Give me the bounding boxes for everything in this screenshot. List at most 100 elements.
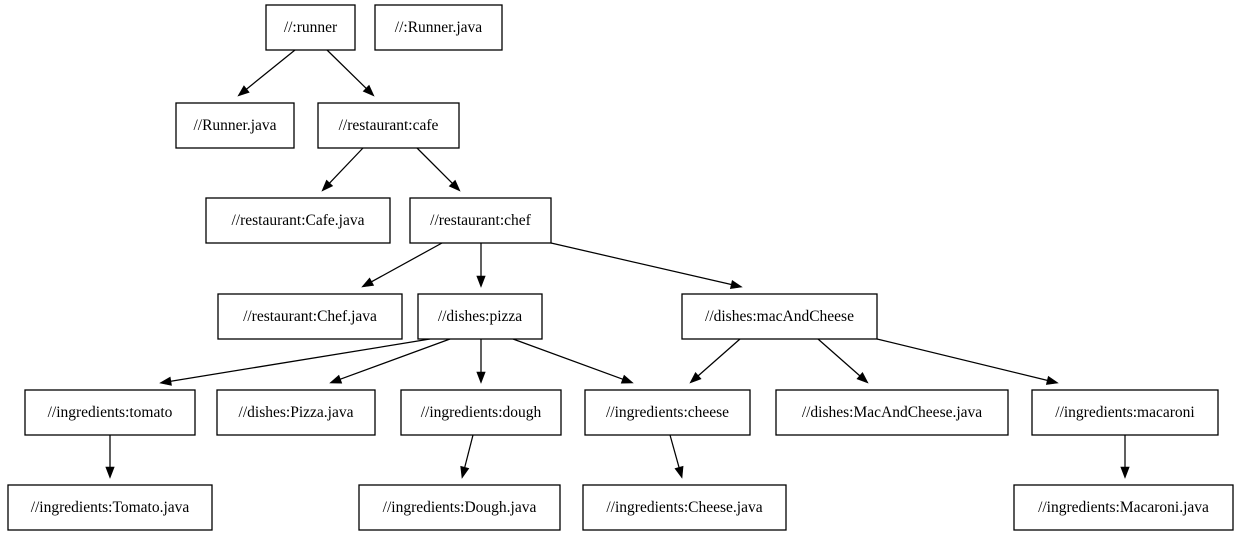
graph-edge-cafe-to-cafe_java — [321, 147, 364, 192]
arrowhead-icon — [729, 279, 743, 289]
graph-edge-macandcheese-to-cheese — [689, 338, 741, 384]
edge-shaft — [371, 242, 443, 283]
arrowhead-icon — [448, 179, 461, 192]
node-box[interactable] — [205, 197, 391, 244]
node-label: //dishes:Pizza.java — [239, 404, 354, 421]
node-label: //dishes:macAndCheese — [705, 308, 854, 325]
graph-nodes-layer: //:runner //:Runner.java //Runner.java //re… — [7, 4, 1234, 531]
node-label: //restaurant:cafe — [339, 117, 439, 134]
graph-node-pizza_java[interactable]: //dishes:Pizza.java — [216, 389, 376, 436]
node-box[interactable] — [358, 484, 561, 531]
node-label: //ingredients:macaroni — [1055, 404, 1195, 421]
edge-shaft — [329, 147, 364, 184]
edge-shaft — [464, 434, 474, 468]
graph-edge-chef-to-chef_java — [361, 242, 443, 288]
graph-node-tomato[interactable]: //ingredients:tomato — [24, 389, 196, 436]
node-box[interactable] — [584, 389, 751, 436]
arrowhead-icon — [476, 371, 486, 384]
arrowhead-icon — [1045, 375, 1059, 385]
edge-shaft — [416, 147, 453, 184]
graph-edge-pizza-to-dough — [476, 339, 486, 384]
graph-edge-runner-to-cafe — [326, 49, 375, 97]
node-label: //Runner.java — [193, 117, 276, 134]
arrowhead-icon — [476, 275, 486, 288]
edge-shaft — [669, 434, 680, 468]
edge-shaft — [876, 338, 1048, 382]
graph-edge-pizza-to-cheese — [512, 338, 634, 384]
graph-edge-pizza-to-tomato — [159, 338, 431, 386]
graph-node-runner_java[interactable]: //Runner.java — [175, 102, 295, 149]
graph-edge-chef-to-macandcheese — [550, 242, 743, 289]
node-box[interactable] — [1031, 389, 1219, 436]
graph-node-runner_java_root[interactable]: //:Runner.java — [374, 4, 503, 51]
arrowhead-icon — [105, 466, 115, 479]
node-label: //restaurant:chef — [430, 212, 532, 229]
graph-edge-macandcheese-to-macaroni — [876, 338, 1059, 385]
node-label: //ingredients:tomato — [48, 404, 173, 421]
arrowhead-icon — [361, 277, 375, 288]
node-label: //ingredients:dough — [421, 404, 542, 421]
graph-node-runner[interactable]: //:runner — [265, 4, 356, 51]
arrowhead-icon — [321, 179, 334, 192]
arrowhead-icon — [329, 374, 343, 384]
graph-edge-cafe-to-chef — [416, 147, 461, 192]
graph-node-chef_java[interactable]: //restaurant:Chef.java — [217, 293, 403, 340]
node-box[interactable] — [317, 102, 460, 149]
graph-edge-pizza-to-pizza_java — [329, 338, 451, 384]
edge-shaft — [326, 49, 367, 89]
arrowhead-icon — [362, 84, 375, 97]
graph-node-tomato_java[interactable]: //ingredients:Tomato.java — [7, 484, 213, 531]
graph-node-macandcheese[interactable]: //dishes:macAndCheese — [681, 293, 878, 340]
node-box[interactable] — [24, 389, 196, 436]
node-box[interactable] — [400, 389, 562, 436]
graph-node-macaroni_java[interactable]: //ingredients:Macaroni.java — [1013, 484, 1234, 531]
node-box[interactable] — [216, 389, 376, 436]
node-label: //dishes:pizza — [438, 308, 522, 325]
graph-node-dough[interactable]: //ingredients:dough — [400, 389, 562, 436]
node-box[interactable] — [582, 484, 787, 531]
arrowhead-icon — [689, 372, 702, 384]
edge-shaft — [340, 338, 451, 380]
graph-edge-chef-to-pizza — [476, 243, 486, 288]
node-box[interactable] — [7, 484, 213, 531]
arrowhead-icon — [856, 372, 869, 384]
graph-edges-layer — [105, 49, 1130, 479]
graph-node-macandcheese_java[interactable]: //dishes:MacAndCheese.java — [775, 389, 1009, 436]
graph-node-pizza[interactable]: //dishes:pizza — [417, 293, 543, 340]
graph-node-chef[interactable]: //restaurant:chef — [409, 197, 552, 244]
edge-shaft — [246, 49, 296, 90]
edge-shaft — [817, 338, 861, 377]
graph-node-cafe[interactable]: //restaurant:cafe — [317, 102, 460, 149]
node-box[interactable] — [1013, 484, 1234, 531]
arrowhead-icon — [159, 376, 172, 386]
node-box[interactable] — [217, 293, 403, 340]
graph-edge-dough-to-dough_java — [460, 434, 474, 479]
graph-node-dough_java[interactable]: //ingredients:Dough.java — [358, 484, 561, 531]
graph-edge-macandcheese-to-macandcheese_java — [817, 338, 869, 384]
graph-node-macaroni[interactable]: //ingredients:macaroni — [1031, 389, 1219, 436]
node-label: //ingredients:Dough.java — [383, 499, 537, 516]
node-box[interactable] — [417, 293, 543, 340]
node-label: //ingredients:Cheese.java — [606, 499, 762, 516]
node-box[interactable] — [681, 293, 878, 340]
edge-shaft — [697, 338, 741, 377]
graph-node-cheese[interactable]: //ingredients:cheese — [584, 389, 751, 436]
node-label: //ingredients:Tomato.java — [31, 499, 190, 516]
graph-edge-cheese-to-cheese_java — [669, 434, 684, 479]
edge-shaft — [170, 338, 431, 382]
arrowhead-icon — [460, 465, 470, 479]
edge-shaft — [512, 338, 623, 380]
arrowhead-icon — [620, 374, 634, 384]
graph-node-cheese_java[interactable]: //ingredients:Cheese.java — [582, 484, 787, 531]
node-box[interactable] — [265, 4, 356, 51]
node-box[interactable] — [175, 102, 295, 149]
node-box[interactable] — [374, 4, 503, 51]
graph-edge-tomato-to-tomato_java — [105, 435, 115, 479]
node-label: //ingredients:cheese — [606, 404, 729, 421]
node-box[interactable] — [775, 389, 1009, 436]
graph-node-cafe_java[interactable]: //restaurant:Cafe.java — [205, 197, 391, 244]
arrowhead-icon — [237, 85, 250, 97]
node-box[interactable] — [409, 197, 552, 244]
node-label: //:runner — [284, 19, 338, 36]
